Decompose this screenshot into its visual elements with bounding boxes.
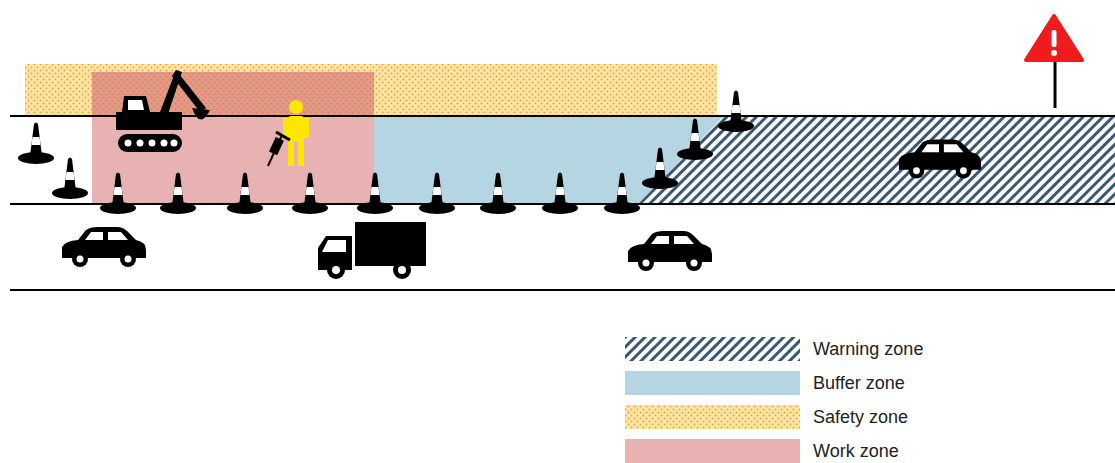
traffic-cones	[18, 91, 754, 215]
legend-label: Safety zone	[813, 405, 908, 429]
warning-sign	[1026, 16, 1082, 108]
worker-icon	[283, 100, 309, 166]
excavator-icon	[116, 70, 210, 152]
legend-swatch	[625, 439, 800, 463]
jackhammer-icon	[268, 132, 290, 166]
truck-icon	[318, 222, 426, 279]
warning-zone-area	[638, 116, 1115, 204]
car-icon	[62, 227, 146, 267]
safety-zone-swatch	[625, 405, 800, 429]
legend-label: Warning zone	[813, 337, 923, 361]
work-safety-overlap	[92, 72, 374, 116]
legend-swatch	[625, 371, 800, 395]
car-icon	[628, 231, 712, 271]
car-icon	[899, 139, 981, 178]
road-edge	[10, 289, 1115, 291]
legend-label: Work zone	[813, 439, 899, 463]
safety-zone-area	[25, 64, 717, 116]
warning-zone-swatch	[625, 337, 800, 361]
legend-label: Buffer zone	[813, 371, 905, 395]
